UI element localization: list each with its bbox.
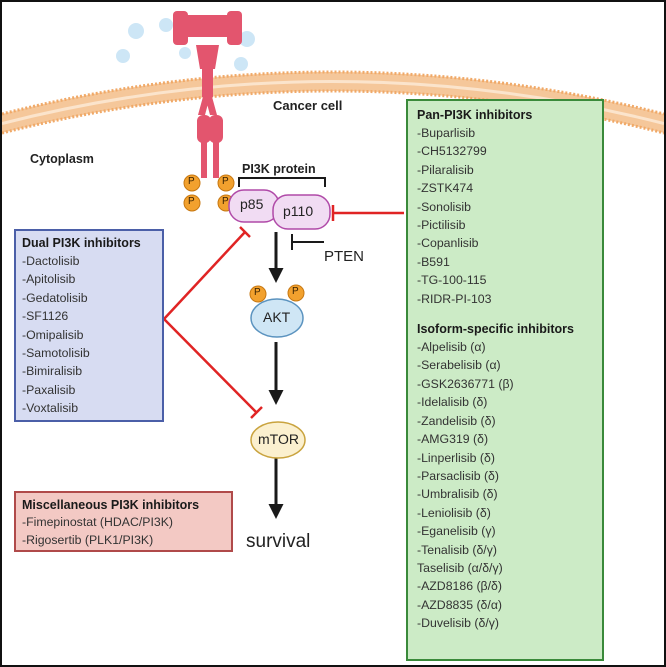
list-item: -Pictilisib [417,218,466,233]
list-item: -AZD8186 (β/δ) [417,579,502,594]
list-item: -Omipalisib [22,327,84,342]
list-item: -Sonolisib [417,199,471,214]
misc-pi3k-title: Miscellaneous PI3K inhibitors [22,498,200,512]
list-item: -Fimepinostat (HDAC/PI3K) [22,515,174,529]
phospho-label: P [222,196,229,207]
phospho-label: P [222,176,229,187]
list-item: -Bimiralisib [22,364,83,379]
inhibition-lines [163,205,404,419]
receptor [173,11,242,178]
list-item: -Alpelisib (α) [417,340,486,355]
pten-inhibition [291,234,324,250]
list-item: -Dactolisib [22,254,80,268]
akt-label: AKT [263,309,291,325]
pan-pi3k-list: -Buparlisib -CH5132799 -Pilaralisib -ZST… [417,124,602,308]
list-item: -Umbralisib (δ) [417,487,498,502]
list-item: -Duvelisib (δ/γ) [417,616,500,631]
list-item: -TG-100-115 [417,273,487,288]
phospho-label: P [188,196,195,207]
list-item: -RIDR-PI-103 [417,291,492,306]
list-item: -B591 [417,254,450,269]
list-item: -AMG319 (δ) [417,432,489,447]
list-item: -AZD8835 (δ/α) [417,597,503,612]
mtor-shape [250,421,306,459]
pten-label: PTEN [324,248,365,265]
list-item: -Voxtalisib [22,401,79,416]
cancer-cell-label: Cancer cell [273,98,343,113]
pi3k-bracket [238,177,326,187]
misc-pi3k-inhibitors-box: Miscellaneous PI3K inhibitors -Fimepinos… [14,491,233,552]
list-item: -Samotolisib [22,346,90,361]
receptor-phospho-groups [183,174,305,303]
dual-pi3k-title: Dual PI3K inhibitors [22,236,141,250]
list-item: Taselisib (α/δ/γ) [417,560,503,575]
list-item: -Buparlisib [417,126,476,140]
list-item: -Paxalisib [22,382,76,397]
akt-shape [250,298,304,338]
list-item: -Apitolisib [22,272,76,287]
list-item: -Linperlisib (δ) [417,450,495,465]
misc-pi3k-list: -Fimepinostat (HDAC/PI3K) -Rigosertib (P… [22,514,231,549]
list-item: -Parsaclisib (δ) [417,468,500,483]
p85-label: p85 [240,196,264,212]
list-item: -ZSTK474 [417,181,474,196]
pan-pi3k-title: Pan-PI3K inhibitors [417,108,533,122]
pan-pi3k-inhibitors-box: Pan-PI3K inhibitors -Buparlisib -CH51327… [406,99,604,661]
list-item: -Pilaralisib [417,162,474,177]
list-item: -CH5132799 [417,144,487,159]
phospho-label: P [292,286,299,297]
cytoplasm-label: Cytoplasm [30,152,94,166]
list-item: -GSK2636771 (β) [417,376,514,391]
list-item: -Copanlisib [417,236,479,251]
list-item: -Tenalisib (δ/γ) [417,542,497,557]
pi3k-protein-label: PI3K protein [242,162,316,176]
list-item: -SF1126 [22,309,69,324]
list-item: -Rigosertib (PLK1/PI3K) [22,532,154,547]
dual-pi3k-inhibitors-box: Dual PI3K inhibitors -Dactolisib -Apitol… [14,229,164,422]
mtor-label: mTOR [258,431,299,447]
list-item: -Eganelisib (γ) [417,524,496,539]
list-item: -Idelalisib (δ) [417,395,488,410]
survival-label: survival [246,531,311,552]
isoform-specific-title: Isoform-specific inhibitors [417,322,574,337]
p110-shape [272,194,331,230]
isoform-specific-list: -Alpelisib (α) -Serabelisib (α) -GSK2636… [417,338,602,633]
ligand-dots [116,18,255,71]
list-item: -Zandelisib (δ) [417,413,496,428]
list-item: -Serabelisib (α) [417,358,501,373]
phospho-label: P [254,287,261,298]
list-item: -Leniolisib (δ) [417,505,491,520]
phospho-label: P [188,176,195,187]
list-item: -Gedatolisib [22,290,88,305]
dual-pi3k-list: -Dactolisib -Apitolisib -Gedatolisib -SF… [22,252,162,418]
p110-label: p110 [283,203,314,219]
